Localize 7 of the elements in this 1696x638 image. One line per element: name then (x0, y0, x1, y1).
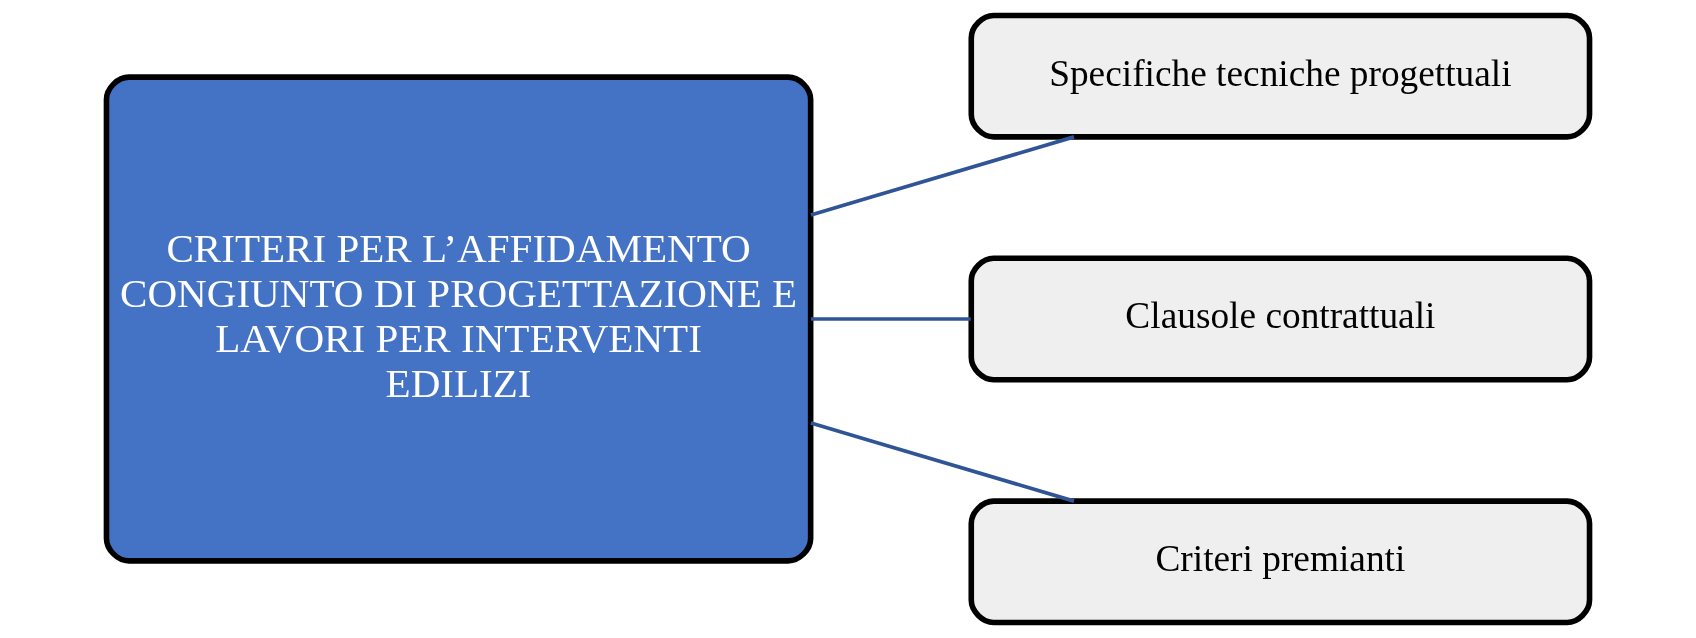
node-box: CRITERI PER L’AFFIDAMENTO CONGIUNTO DI PROGETTAZIONE E LAVORI PER INTERVENTI EDILIZI (103, 74, 814, 564)
node-box: Criteri premianti (968, 498, 1593, 626)
node-box: Clausole contrattuali (968, 255, 1593, 383)
connector (810, 135, 1075, 217)
connector (810, 317, 971, 321)
node-box: Specifiche tecniche progettuali (968, 12, 1593, 140)
connector (810, 421, 1075, 503)
